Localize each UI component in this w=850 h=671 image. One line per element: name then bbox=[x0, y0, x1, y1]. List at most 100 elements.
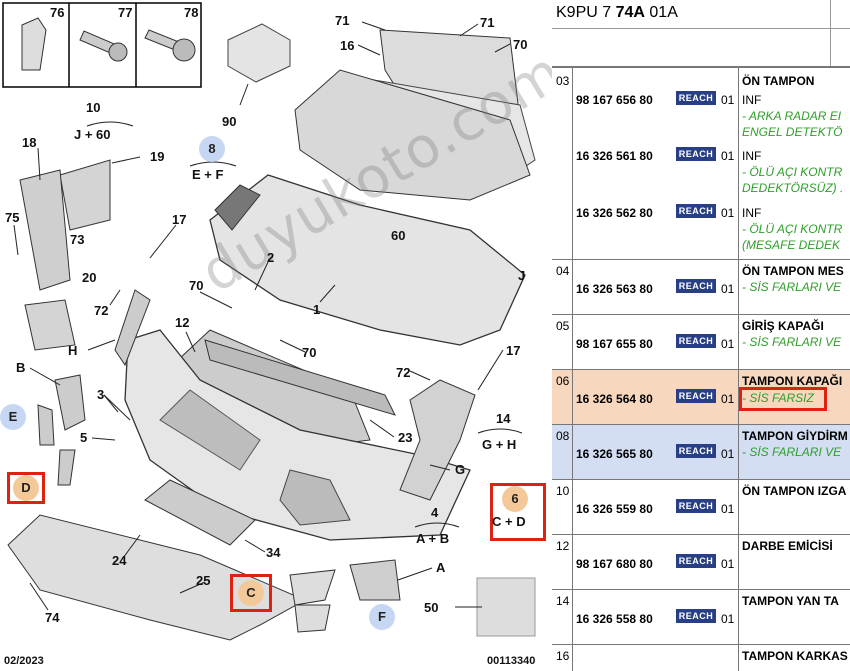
row-title: GİRİŞ KAPAĞI bbox=[742, 319, 824, 333]
part-label-17a: 17 bbox=[172, 212, 187, 227]
part-number[interactable]: 98 167 655 80 bbox=[576, 337, 653, 351]
parts-list-header: K9PU 7 74A 01A bbox=[552, 0, 850, 66]
part-label-23: 23 bbox=[398, 430, 413, 445]
reach-badge: REACH bbox=[676, 389, 716, 403]
part-number[interactable]: 16 326 558 80 bbox=[576, 612, 653, 626]
part-label-10: 10 bbox=[86, 100, 101, 115]
part-label-5: 5 bbox=[80, 430, 88, 445]
callout-label-cd: C + D bbox=[492, 514, 526, 529]
entry-note-2: (MESAFE DEDEK bbox=[742, 238, 841, 252]
note-highlight-box bbox=[739, 387, 827, 411]
row-title: DARBE EMİCİSİ bbox=[742, 539, 833, 553]
callout-c: C bbox=[238, 580, 264, 606]
parts-row-08[interactable]: 08 TAMPON GİYDİRM 16 326 565 80 REACH 01… bbox=[552, 425, 850, 480]
callout-d: D bbox=[13, 475, 39, 501]
entry-note-2: DEDEKTÖRSÜZ) . bbox=[742, 181, 844, 195]
part-label-20: 20 bbox=[82, 270, 97, 285]
quantity: 01 bbox=[721, 93, 735, 107]
highlight-box-c bbox=[230, 574, 272, 612]
reach-badge: REACH bbox=[676, 609, 716, 623]
part-label-17b: 17 bbox=[506, 343, 521, 358]
part-label-71b: 71 bbox=[480, 15, 495, 30]
entry-line1: INF bbox=[742, 93, 762, 107]
callout-6: 6 bbox=[502, 486, 528, 512]
part-number[interactable]: 16 326 559 80 bbox=[576, 502, 653, 516]
header-code-prefix: K9PU 7 bbox=[556, 4, 612, 21]
connector-j: J bbox=[518, 268, 526, 283]
part-label-50: 50 bbox=[424, 600, 439, 615]
connector-label-ab: A + B bbox=[416, 531, 450, 546]
connector-h: H bbox=[68, 343, 78, 358]
quantity: 01 bbox=[721, 149, 735, 163]
reach-badge: REACH bbox=[676, 91, 716, 105]
quantity: 01 bbox=[721, 206, 735, 220]
row-title: TAMPON KARKAS bbox=[742, 649, 848, 663]
part-number[interactable]: 98 167 680 80 bbox=[576, 557, 653, 571]
part-number[interactable]: 16 326 564 80 bbox=[576, 392, 653, 406]
row-number: 12 bbox=[556, 539, 570, 553]
highlight-box-6 bbox=[490, 483, 546, 541]
part-label-1: 1 bbox=[313, 302, 321, 317]
part-number[interactable]: 16 326 562 80 bbox=[576, 206, 653, 220]
part-label-25: 25 bbox=[196, 573, 211, 588]
parts-row-14[interactable]: 14 TAMPON YAN TA 16 326 558 80 REACH 01 bbox=[552, 590, 850, 645]
quantity: 01 bbox=[721, 557, 735, 571]
row-note: - SİS FARLARI VE bbox=[742, 445, 842, 459]
parts-row-12[interactable]: 12 DARBE EMİCİSİ 98 167 680 80 REACH 01 bbox=[552, 535, 850, 590]
part-label-14: 14 bbox=[496, 411, 511, 426]
part-label-72a: 72 bbox=[94, 303, 109, 318]
parts-row-05[interactable]: 05 GİRİŞ KAPAĞI 98 167 655 80 REACH 01 -… bbox=[552, 315, 850, 370]
diagram-reference-code: K9PU 7 74A 01A bbox=[556, 4, 678, 22]
header-divider bbox=[830, 0, 831, 66]
row-number: 10 bbox=[556, 484, 570, 498]
part-number[interactable]: 16 326 565 80 bbox=[576, 447, 653, 461]
parts-row-06[interactable]: 06 TAMPON KAPAĞI 16 326 564 80 REACH 01 … bbox=[552, 370, 850, 425]
quantity: 01 bbox=[721, 282, 735, 296]
parts-list-panel: K9PU 7 74A 01A 03 ÖN TAMPON 98 167 656 8… bbox=[552, 0, 850, 671]
part-label-72b: 72 bbox=[396, 365, 411, 380]
row-title: ÖN TAMPON MES bbox=[742, 264, 844, 278]
entry-note: - ÖLÜ AÇI KONTR bbox=[742, 165, 843, 179]
part-label-24: 24 bbox=[112, 553, 127, 568]
reach-badge: REACH bbox=[676, 499, 716, 513]
row-title: TAMPON KAPAĞI bbox=[742, 374, 843, 388]
part-number[interactable]: 98 167 656 80 bbox=[576, 93, 653, 107]
reach-badge: REACH bbox=[676, 279, 716, 293]
part-label-73: 73 bbox=[70, 232, 85, 247]
parts-row-10[interactable]: 10 ÖN TAMPON IZGA 16 326 559 80 REACH 01 bbox=[552, 480, 850, 535]
quantity: 01 bbox=[721, 502, 735, 516]
part-label-16: 16 bbox=[340, 38, 355, 53]
entry-line1: INF bbox=[742, 206, 762, 220]
part-label-60: 60 bbox=[391, 228, 406, 243]
part-label-70: 70 bbox=[513, 37, 528, 52]
reach-badge: REACH bbox=[676, 204, 716, 218]
row-number: 05 bbox=[556, 319, 570, 333]
diagram-drawing bbox=[2, 2, 536, 641]
reach-badge: REACH bbox=[676, 444, 716, 458]
connector-label-gh: G + H bbox=[482, 437, 517, 452]
row-note: - SİS FARSIZ bbox=[742, 391, 814, 405]
part-number[interactable]: 16 326 563 80 bbox=[576, 282, 653, 296]
callout-e: E bbox=[0, 404, 26, 430]
row-number: 14 bbox=[556, 594, 570, 608]
quantity: 01 bbox=[721, 612, 735, 626]
connector-b: B bbox=[16, 360, 26, 375]
parts-row-04[interactable]: 04 ÖN TAMPON MES 16 326 563 80 REACH 01 … bbox=[552, 260, 850, 315]
callout-label-ef: E + F bbox=[192, 167, 224, 182]
quantity: 01 bbox=[721, 337, 735, 351]
part-label-90: 90 bbox=[222, 114, 237, 129]
reference-code: 00113340 bbox=[487, 655, 536, 667]
parts-row-03[interactable]: 03 ÖN TAMPON 98 167 656 80 REACH 01 INF … bbox=[552, 68, 850, 260]
quantity: 01 bbox=[721, 447, 735, 461]
row-number: 08 bbox=[556, 429, 570, 443]
row-title: ÖN TAMPON IZGA bbox=[742, 484, 847, 498]
connector-g: G bbox=[455, 462, 466, 477]
row-number: 03 bbox=[556, 74, 570, 88]
entry-note: - ÖLÜ AÇI KONTR bbox=[742, 222, 843, 236]
parts-row-16[interactable]: 16 TAMPON KARKAS bbox=[552, 645, 850, 671]
row-number: 06 bbox=[556, 374, 570, 388]
row-title: ÖN TAMPON bbox=[742, 74, 815, 88]
part-number[interactable]: 16 326 561 80 bbox=[576, 149, 653, 163]
part-label-78: 78 bbox=[184, 5, 199, 20]
header-code-suffix: 01A bbox=[649, 4, 678, 21]
